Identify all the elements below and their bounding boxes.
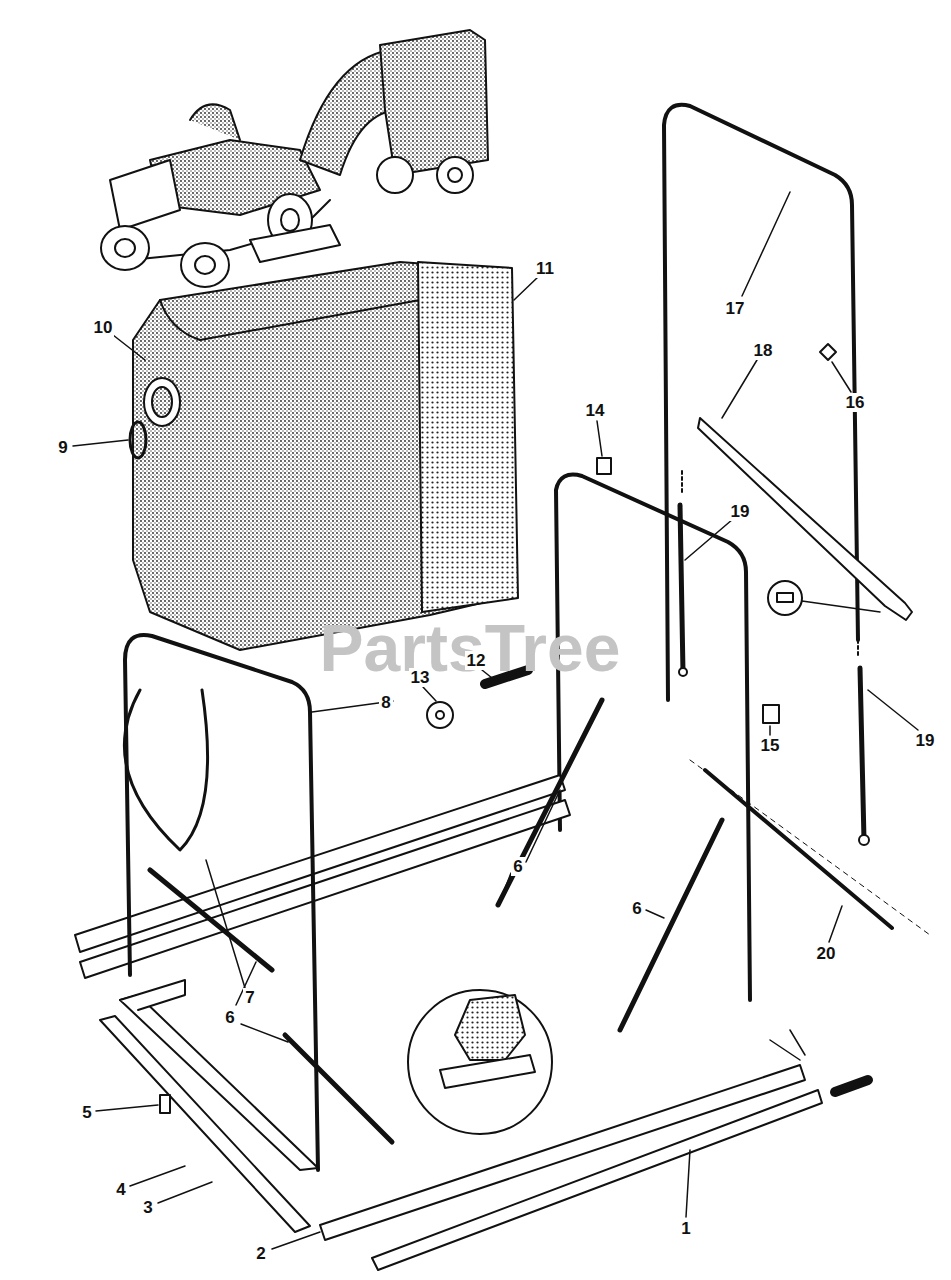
- callout-number: 13: [409, 668, 432, 687]
- callout-number: 18: [752, 341, 775, 360]
- bag-panel: [418, 262, 518, 612]
- rod: [860, 668, 864, 840]
- frame-tube: [664, 105, 858, 700]
- clip: [160, 1095, 170, 1113]
- callout-number: 8: [379, 693, 392, 712]
- callout-number: 20: [815, 944, 838, 963]
- strap: [124, 690, 207, 850]
- washer: [427, 702, 453, 728]
- rod: [150, 870, 272, 970]
- rod: [680, 505, 683, 672]
- callout-number: 1: [679, 1219, 692, 1238]
- rail: [698, 418, 912, 620]
- bracket: [763, 705, 779, 723]
- callout-number: 16: [844, 393, 867, 412]
- callout-number: 6: [511, 857, 524, 876]
- callout-number: 19: [729, 502, 752, 521]
- callout-number: 6: [223, 1008, 236, 1027]
- bracket: [597, 458, 611, 474]
- callout-number: 9: [56, 438, 69, 457]
- callout-number: 17: [724, 299, 747, 318]
- callout-number: 12: [465, 651, 488, 670]
- callout-number: 15: [759, 736, 782, 755]
- callout-number: 19: [914, 731, 937, 750]
- callout-number: 14: [584, 401, 607, 420]
- callout-number: 4: [114, 1180, 127, 1199]
- callout-number: 2: [254, 1244, 267, 1263]
- callout-number: 10: [92, 318, 115, 337]
- nut: [820, 344, 836, 360]
- callout-number: 7: [243, 988, 256, 1007]
- callout-number: 5: [80, 1103, 93, 1122]
- clamp: [130, 422, 146, 458]
- leader-lines: [73, 192, 918, 1249]
- callout-number: 11: [534, 259, 556, 278]
- callout-number: 6: [630, 899, 643, 918]
- rail: [705, 770, 892, 928]
- watermark: PartsTree: [318, 614, 623, 682]
- detail-bubble: [768, 581, 802, 615]
- pin: [835, 1080, 868, 1092]
- tractor-sketch: [101, 30, 488, 287]
- detail-inset: [408, 990, 552, 1134]
- callout-number: 3: [141, 1198, 154, 1217]
